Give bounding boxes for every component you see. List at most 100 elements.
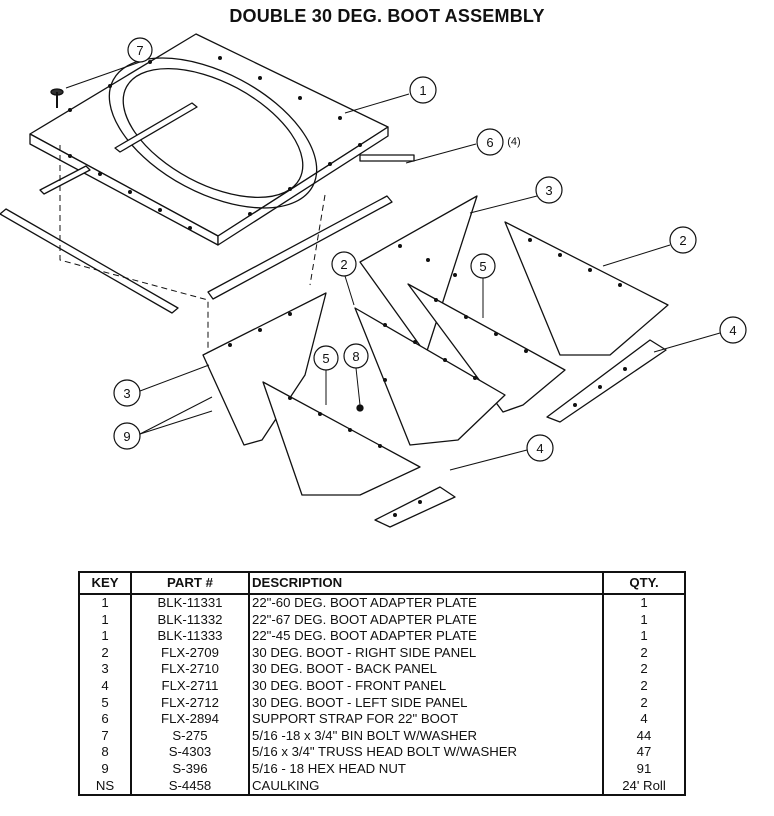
table-row: 6 FLX-2894 SUPPORT STRAP FOR 22" BOOT 4 — [78, 711, 686, 728]
row-key: 1 — [78, 594, 132, 612]
row-quantity: 2 — [602, 644, 686, 662]
callout-2-right — [669, 226, 697, 254]
row-description: 30 DEG. BOOT - FRONT PANEL — [248, 677, 604, 695]
right-side-panel-middle — [354, 307, 506, 446]
row-key: 5 — [78, 694, 132, 712]
row-part-number: S-4303 — [130, 744, 250, 761]
row-quantity: 1 — [602, 594, 686, 612]
row-part-number: FLX-2710 — [130, 661, 250, 678]
row-key: 8 — [78, 744, 132, 761]
row-quantity: 2 — [602, 677, 686, 695]
callout-2-middle — [331, 251, 357, 277]
callout-label: 9 — [123, 429, 130, 444]
right-side-panel-far — [504, 221, 669, 356]
table-header-row: KEY PART # DESCRIPTION QTY. — [78, 571, 686, 595]
row-part-number: FLX-2709 — [130, 644, 250, 662]
callout-4-right — [719, 316, 747, 344]
row-key: NS — [78, 777, 132, 797]
row-quantity: 1 — [602, 628, 686, 645]
callout-3-left — [113, 379, 141, 407]
table-row: 1 BLK-11333 22"-45 DEG. BOOT ADAPTER PLA… — [78, 628, 686, 645]
row-quantity: 1 — [602, 611, 686, 629]
header-quantity: QTY. — [602, 571, 686, 595]
table-row: 3 FLX-2710 30 DEG. BOOT - BACK PANEL 2 — [78, 661, 686, 678]
row-key: 9 — [78, 760, 132, 778]
assembly-guide-lines — [59, 145, 326, 360]
callout-label: 8 — [352, 349, 359, 364]
table-row: 9 S-396 5/16 - 18 HEX HEAD NUT 91 — [78, 760, 686, 778]
row-part-number: S-396 — [130, 760, 250, 778]
row-key: 7 — [78, 727, 132, 745]
callout-label: 6 — [486, 135, 493, 150]
table-row: 2 FLX-2709 30 DEG. BOOT - RIGHT SIDE PAN… — [78, 644, 686, 662]
row-description: 5/16 -18 x 3/4" BIN BOLT W/WASHER — [248, 727, 604, 745]
row-description: 30 DEG. BOOT - RIGHT SIDE PANEL — [248, 644, 604, 662]
callout-1 — [409, 76, 437, 104]
row-description: 30 DEG. BOOT - BACK PANEL — [248, 661, 604, 678]
table-row: 1 BLK-11331 22"-60 DEG. BOOT ADAPTER PLA… — [78, 594, 686, 612]
row-key: 4 — [78, 677, 132, 695]
row-key: 3 — [78, 661, 132, 678]
row-quantity: 4 — [602, 711, 686, 728]
left-side-panel-middle — [407, 283, 566, 413]
row-quantity: 24' Roll — [602, 777, 686, 797]
row-part-number: FLX-2711 — [130, 677, 250, 695]
callout-7 — [127, 37, 153, 63]
callout-label: 2 — [679, 233, 686, 248]
callout-label: 5 — [322, 351, 329, 366]
row-part-number: S-4458 — [130, 777, 250, 797]
table-row: 1 BLK-11332 22"-67 DEG. BOOT ADAPTER PLA… — [78, 611, 686, 629]
page-title: DOUBLE 30 DEG. BOOT ASSEMBLY — [229, 6, 545, 26]
callout-4-lower — [526, 434, 554, 462]
row-quantity: 2 — [602, 694, 686, 712]
row-part-number: FLX-2894 — [130, 711, 250, 728]
row-part-number: BLK-11333 — [130, 628, 250, 645]
exploded-assembly-drawing: 7 1 6 (4) 3 2 2 5 4 3 5 8 9 4 — [0, 33, 747, 528]
table-row: 4 FLX-2711 30 DEG. BOOT - FRONT PANEL 2 — [78, 677, 686, 695]
callout-5-front — [313, 345, 339, 371]
leader-lines — [65, 61, 721, 471]
callout-label: 3 — [545, 183, 552, 198]
row-quantity: 47 — [602, 744, 686, 761]
table-row: 8 S-4303 5/16 x 3/4" TRUSS HEAD BOLT W/W… — [78, 744, 686, 761]
row-quantity: 2 — [602, 661, 686, 678]
callout-3-upper — [535, 176, 563, 204]
bolt-holes — [68, 56, 627, 517]
row-key: 2 — [78, 644, 132, 662]
callout-label: 4 — [536, 441, 543, 456]
callout-label: 1 — [419, 83, 426, 98]
row-description: 22"-45 DEG. BOOT ADAPTER PLATE — [248, 628, 604, 645]
table-row: 7 S-275 5/16 -18 x 3/4" BIN BOLT W/WASHE… — [78, 727, 686, 745]
header-description: DESCRIPTION — [248, 571, 604, 595]
callout-label: 4 — [729, 323, 736, 338]
row-quantity: 44 — [602, 727, 686, 745]
left-side-panel-front — [262, 381, 421, 496]
header-key: KEY — [78, 571, 132, 595]
support-strap-left — [0, 208, 179, 314]
callout-5-middle — [470, 253, 496, 279]
row-part-number: FLX-2712 — [130, 694, 250, 712]
row-description: 5/16 x 3/4" TRUSS HEAD BOLT W/WASHER — [248, 744, 604, 761]
row-key: 1 — [78, 628, 132, 645]
front-panel-right — [546, 339, 667, 423]
callout-label: 5 — [479, 259, 486, 274]
callout-9 — [113, 422, 141, 450]
callout-label: 2 — [340, 257, 347, 272]
row-key: 1 — [78, 611, 132, 629]
row-part-number: BLK-11331 — [130, 594, 250, 612]
row-description: 5/16 - 18 HEX HEAD NUT — [248, 760, 604, 778]
back-panel-upper — [359, 195, 478, 355]
row-quantity: 91 — [602, 760, 686, 778]
front-panel-lower — [374, 486, 456, 528]
callout-label: 3 — [123, 386, 130, 401]
table-row: NS S-4458 CAULKING 24' Roll — [78, 777, 686, 797]
parts-list-table: KEY PART # DESCRIPTION QTY. 1 BLK-11331 … — [78, 571, 686, 797]
row-description: SUPPORT STRAP FOR 22" BOOT — [248, 711, 604, 728]
callout-8 — [343, 343, 369, 369]
row-key: 6 — [78, 711, 132, 728]
table-row: 5 FLX-2712 30 DEG. BOOT - LEFT SIDE PANE… — [78, 694, 686, 712]
row-part-number: S-275 — [130, 727, 250, 745]
row-description: 30 DEG. BOOT - LEFT SIDE PANEL — [248, 694, 604, 712]
row-description: 22"-60 DEG. BOOT ADAPTER PLATE — [248, 594, 604, 612]
support-strap-right — [207, 195, 393, 300]
